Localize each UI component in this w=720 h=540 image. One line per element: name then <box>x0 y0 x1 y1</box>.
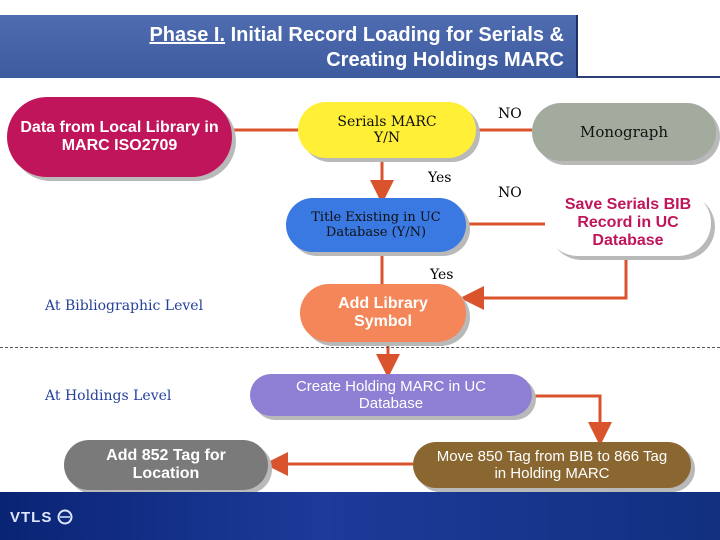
title-banner: Phase I. Initial Record Loading for Seri… <box>0 15 578 78</box>
globe-icon <box>57 509 73 525</box>
label-yes-2: Yes <box>430 267 454 283</box>
arrow-holding-to-move850 <box>532 394 612 446</box>
node-create-holding: Create Holding MARC in UC Database <box>250 374 532 416</box>
node-add-library-symbol: Add Library Symbol <box>300 284 466 342</box>
node-title-existing: Title Existing in UC Database (Y/N) <box>286 198 466 252</box>
arrow-save-to-addlib <box>460 256 628 310</box>
page-title: Phase I. Initial Record Loading for Seri… <box>4 23 564 73</box>
label-bib-level: At Bibliographic Level <box>45 298 204 314</box>
label-holdings-level: At Holdings Level <box>45 388 172 404</box>
node-add-852: Add 852 Tag for Location <box>64 440 268 490</box>
vtls-logo: VTLS <box>10 503 105 531</box>
node-save-serials: Save Serials BIB Record in UC Database <box>545 190 711 256</box>
title-line2: Creating Holdings MARC <box>326 49 564 71</box>
node-move-850: Move 850 Tag from BIB to 866 Tag in Hold… <box>413 442 691 488</box>
label-yes-1: Yes <box>428 170 452 186</box>
level-divider <box>0 347 720 348</box>
label-no-1: NO <box>498 106 522 122</box>
title-underline <box>576 76 720 78</box>
node-local-library: Data from Local Library in MARC ISO2709 <box>7 97 232 177</box>
label-no-2: NO <box>498 185 522 201</box>
footer-banner <box>0 492 720 540</box>
node-monograph: Monograph <box>532 103 716 161</box>
title-text: Initial Record Loading for Serials & <box>230 24 564 46</box>
node-serials-marc: Serials MARC Y/N <box>298 102 476 158</box>
title-phase: Phase I. <box>149 24 226 46</box>
